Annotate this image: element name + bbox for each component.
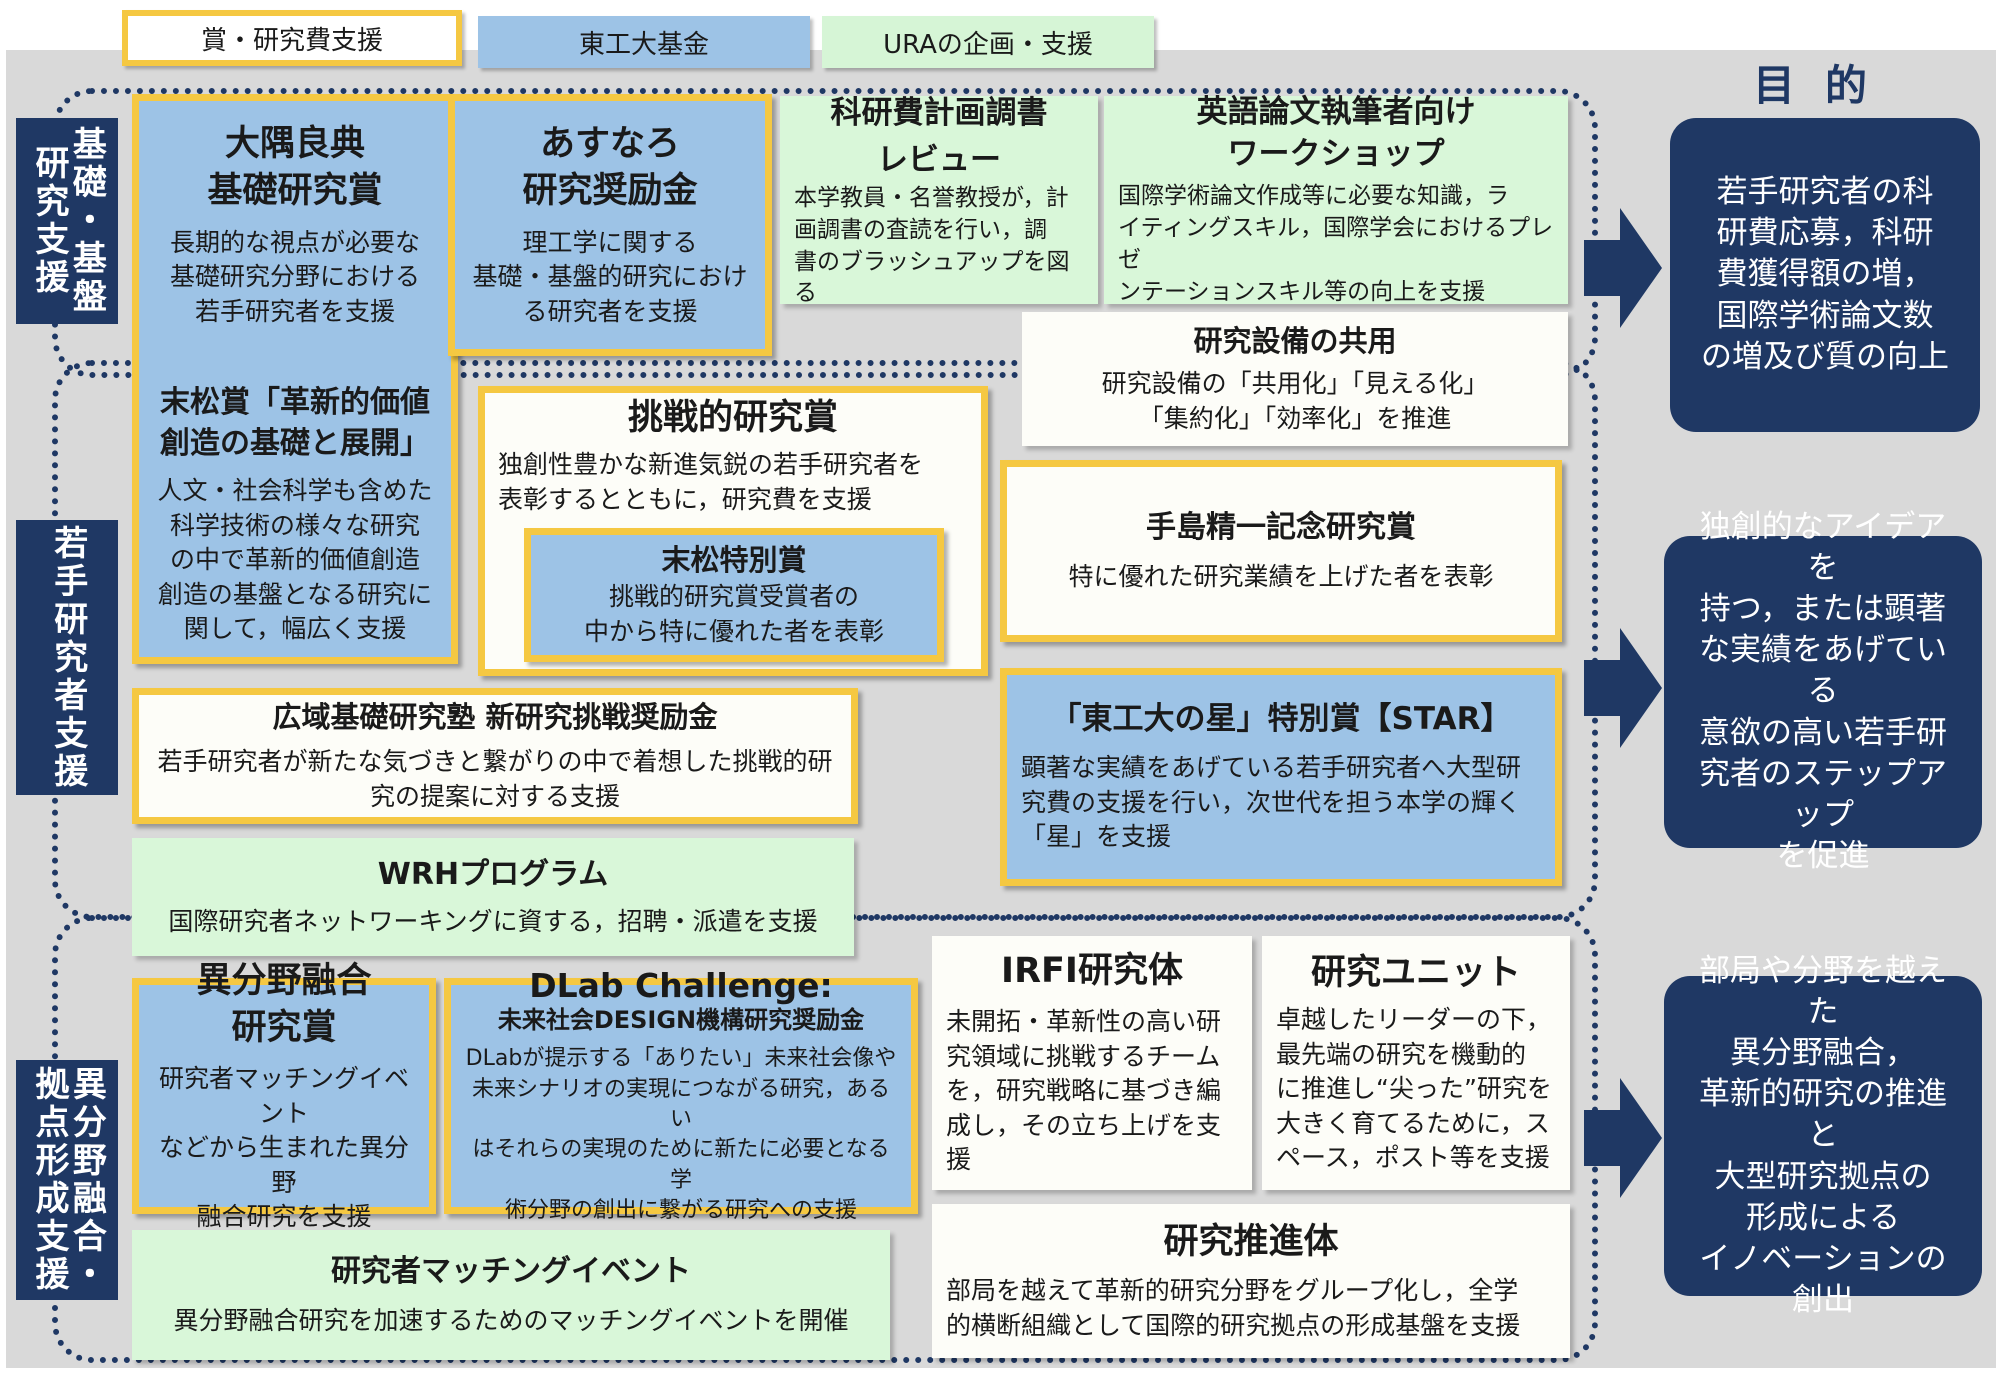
purpose-goal-basic: 若手研究者の科 研費応募，科研 費獲得額の増， 国際学術論文数 の増及び質の向上: [1670, 118, 1980, 432]
box-star: 「東工大の星」特別賞【STAR】 顕著な実績をあげている若手研究者へ大型研 究費…: [1000, 668, 1562, 886]
wrh-desc: 国際研究者ネットワーキングに資する，招聘・派遣を支援: [168, 907, 818, 936]
asunaro-desc: 理工学に関する 基礎・基盤的研究におけ る研究者を支援: [472, 227, 748, 326]
purpose-title: 目的: [1752, 61, 1897, 110]
matching-title: 研究者マッチングイベント: [331, 1253, 691, 1289]
suematsu-special-desc: 挑戦的研究賞受賞者の 中から特に優れた者を表彰: [583, 582, 884, 646]
category-interdisciplinary-label: 異分野融合・拠点形成支援: [16, 1060, 118, 1300]
box-english-workshop: 英語論文執筆者向け ワークショップ 国際学術論文作成等に必要な知識，ラ イティン…: [1104, 94, 1568, 305]
wrh-title: WRHプログラム: [377, 856, 609, 892]
box-irfi: IRFI研究体 未開拓・革新性の高い研 究領域に挑戦するチーム を，研究戦略に基…: [932, 936, 1252, 1190]
ohsumi-desc: 長期的な視点が必要な 基礎研究分野における 若手研究者を支援: [169, 227, 420, 326]
box-ibunya-prize: 異分野融合 研究賞 研究者マッチングイベント などから生まれた異分野 融合研究を…: [132, 961, 436, 1231]
suematsu-title: 末松賞「革新的価値 創造の基礎と展開」: [160, 385, 430, 461]
box-wrh: WRHプログラム 国際研究者ネットワーキングに資する，招聘・派遣を支援: [132, 838, 854, 956]
irfi-title: IRFI研究体: [1001, 951, 1183, 992]
purpose-goal-young: 独創的なアイデアを 持つ，または顕著 な実績をあげている 意欲の高い若手研 究者…: [1664, 509, 1982, 874]
box-dlab: DLab Challenge: 未来社会DESIGN機構研究奨励金 DLabが提…: [444, 966, 918, 1223]
challenge-title: 挑戦的研究賞: [627, 397, 838, 438]
matching-desc: 異分野融合研究を加速するためのマッチングイベントを開催: [173, 1306, 849, 1335]
arrow-right-icon: [1584, 1078, 1662, 1198]
kakenhi-review-desc: 本学教員・名誉教授が，計 画調書の査読を行い，調 書のブラッシュアップを図る: [794, 185, 1070, 307]
tejima-title: 手島精一記念研究賞: [1146, 509, 1416, 545]
research-unit-desc: 卓越したリーダーの下， 最先端の研究を機動的 に推進し“尖った”研究を 大きく育…: [1276, 1005, 1552, 1173]
box-matching: 研究者マッチングイベント 異分野融合研究を加速するためのマッチングイベントを開催: [132, 1230, 890, 1360]
dlab-subtitle: 未来社会DESIGN機構研究奨励金: [497, 1006, 865, 1035]
purpose-goal-interdisciplinary: 部局や分野を越えた 異分野融合， 革新的研究の推進と 大型研究拠点の 形成による…: [1664, 953, 1982, 1318]
star-title: 「東工大の星」特別賞【STAR】: [1050, 701, 1512, 738]
dlab-title: DLab Challenge:: [529, 965, 833, 1005]
box-koiki: 広域基礎研究塾 新研究挑戦奨励金 若手研究者が新たな気づきと繋がりの中で着想した…: [132, 688, 858, 824]
challenge-desc: 独創性豊かな新進気鋭の若手研究者を 表彰するとともに，研究費を支援: [498, 450, 924, 514]
ibunya-prize-desc: 研究者マッチングイベント などから生まれた異分野 融合研究を支援: [158, 1064, 409, 1231]
dlab-desc: DLabが提示する「ありたい」未来社会像や 未来シナリオの実現につながる研究，あ…: [465, 1046, 897, 1224]
category-basic-label: 基礎・基盤研究支援: [16, 118, 118, 324]
irfi-desc: 未開拓・革新性の高い研 究領域に挑戦するチーム を，研究戦略に基づき編 成し，そ…: [946, 1007, 1222, 1175]
facility-sharing-desc: 研究設備の「共用化」「見える化」 「集約化」「効率化」を推進: [1101, 369, 1489, 433]
asunaro-title: あすなろ 研究奨励金: [522, 124, 698, 212]
legend-prize-support: 賞・研究費支援: [122, 10, 462, 66]
box-asunaro: あすなろ 研究奨励金 理工学に関する 基礎・基盤的研究におけ る研究者を支援: [448, 94, 772, 356]
ibunya-prize-title: 異分野融合 研究賞: [196, 960, 372, 1048]
research-unit-title: 研究ユニット: [1310, 953, 1521, 994]
tejima-desc: 特に優れた研究業績を上げた者を表彰: [1068, 562, 1494, 591]
promotion-desc: 部局を越えて革新的研究分野をグループ化し，全学 的横断組織として国際的研究拠点の…: [946, 1276, 1521, 1340]
box-ohsumi-suematsu-frame: [132, 94, 458, 664]
box-research-unit: 研究ユニット 卓越したリーダーの下， 最先端の研究を機動的 に推進し“尖った”研…: [1262, 936, 1570, 1190]
koiki-desc: 若手研究者が新たな気づきと繋がりの中で着想した挑戦的研 究の提案に対する支援: [157, 747, 833, 811]
kakenhi-review-title: 科研費計画調書 レビュー: [830, 95, 1048, 178]
box-facility-sharing: 研究設備の共用 研究設備の「共用化」「見える化」 「集約化」「効率化」を推進: [1022, 312, 1568, 446]
category-young-label: 若手研究者支援: [16, 520, 118, 795]
english-workshop-title: 英語論文執筆者向け ワークショップ: [1196, 93, 1476, 172]
box-kakenhi-review: 科研費計画調書 レビュー 本学教員・名誉教授が，計 画調書の査読を行い，調 書の…: [780, 95, 1098, 306]
challenge-content: 挑戦的研究賞 独創性豊かな新進気鋭の若手研究者を 表彰するとともに，研究費を支援: [484, 392, 982, 520]
suematsu-special-title: 末松特別賞: [661, 542, 807, 577]
legend-ura-planning: URAの企画・支援: [822, 16, 1154, 68]
suematsu-desc: 人文・社会科学も含めた 科学技術の様々な研究 の中で革新的価値創造 創造の基盤と…: [157, 476, 433, 644]
ohsumi-title: 大隅良典 基礎研究賞: [207, 124, 383, 212]
koiki-title: 広域基礎研究塾 新研究挑戦奨励金: [272, 699, 718, 734]
arrow-right-icon: [1584, 208, 1662, 328]
arrow-right-icon: [1584, 628, 1662, 748]
box-promotion: 研究推進体 部局を越えて革新的研究分野をグループ化し，全学 的横断組織として国際…: [932, 1204, 1570, 1358]
facility-sharing-title: 研究設備の共用: [1193, 323, 1397, 358]
legend-titech-fund: 東工大基金: [478, 16, 810, 68]
box-suematsu-special: 末松特別賞 挑戦的研究賞受賞者の 中から特に優れた者を表彰: [524, 528, 944, 662]
box-tejima: 手島精一記念研究賞 特に優れた研究業績を上げた者を表彰: [1000, 460, 1562, 642]
box-suematsu: 末松賞「革新的価値 創造の基礎と展開」 人文・社会科学も含めた 科学技術の様々な…: [136, 372, 454, 658]
promotion-title: 研究推進体: [1163, 1221, 1339, 1262]
box-ohsumi: 大隅良典 基礎研究賞 長期的な視点が必要な 基礎研究分野における 若手研究者を支…: [136, 100, 454, 350]
english-workshop-desc: 国際学術論文作成等に必要な知識，ラ イティングスキル，国際学会におけるプレゼ ン…: [1118, 183, 1554, 305]
star-desc: 顕著な実績をあげている若手研究者へ大型研 究費の支援を行い，次世代を担う本学の輝…: [1021, 753, 1522, 852]
